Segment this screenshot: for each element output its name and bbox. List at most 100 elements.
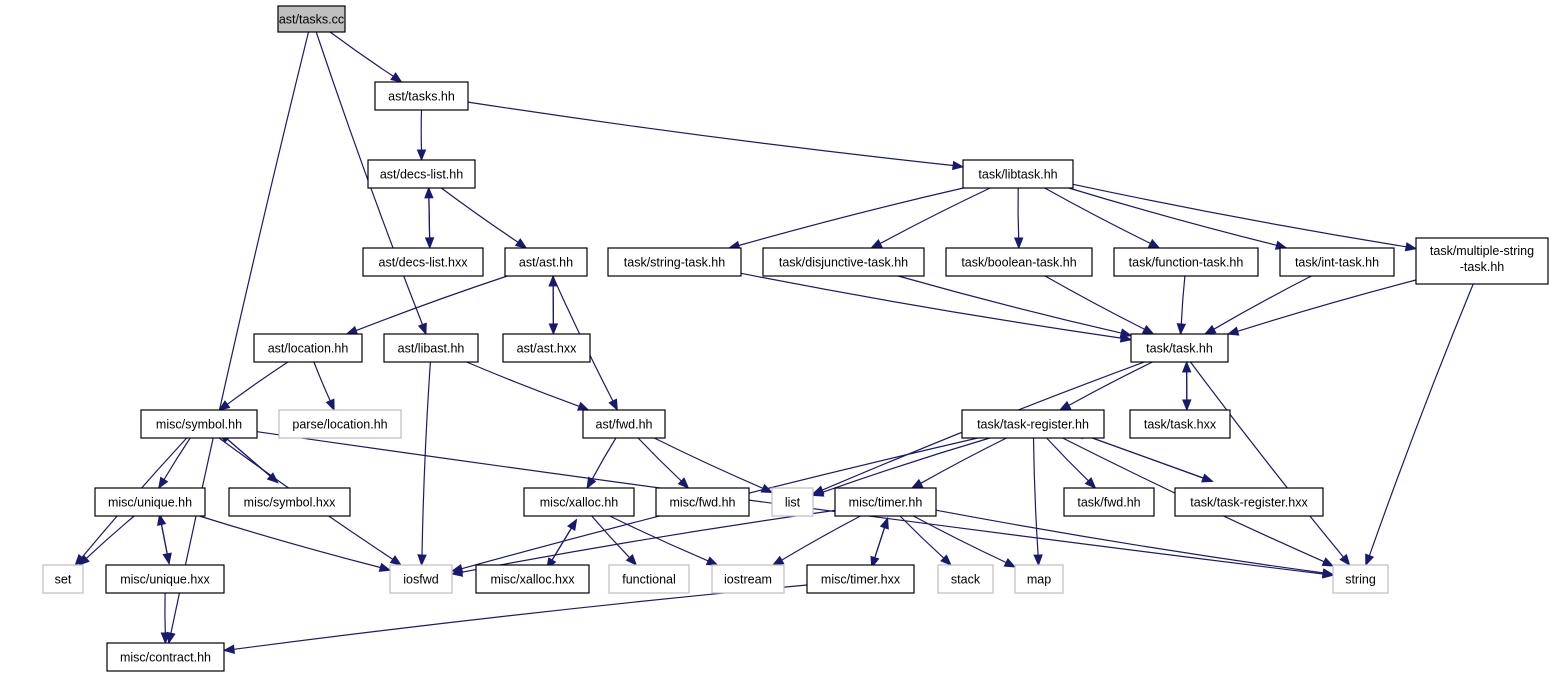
arrowhead-task_libtask_hh-to-task_boolean_task_hh (1013, 237, 1024, 250)
node-box (523, 487, 635, 517)
node-box (389, 564, 453, 594)
arrowhead-task_libtask_hh-to-task_function_task_hh (1147, 238, 1161, 249)
node-task-string-task-hh[interactable]: task/string-task.hh (607, 247, 742, 277)
edge-ast_libast_hh-to-iosfwd (421, 361, 431, 556)
node-label: misc/fwd.hh (670, 496, 736, 510)
edge-task_task_register_hxx-to-task_task_register_hh (1083, 434, 1213, 482)
arrowhead-misc_symbol_hh-to-misc_unique_hh (158, 476, 169, 490)
node-task-task-register-hxx[interactable]: task/task-register.hxx (1174, 487, 1324, 517)
node-label: task/int-task.hh (1295, 256, 1379, 270)
node-task-task-register-hh[interactable]: task/task-register.hh (961, 409, 1105, 439)
node-task-task-hxx[interactable]: task/task.hxx (1129, 409, 1231, 439)
arrowhead-misc_timer_hxx-to-misc_timer_hh (879, 516, 889, 530)
arrowhead-misc_unique_hxx-to-misc_contract_hh (160, 632, 171, 645)
edge-misc_timer_hh-to-stack (899, 515, 945, 559)
node-misc-symbol-hh[interactable]: misc/symbol.hh (140, 409, 258, 439)
node-box (937, 564, 994, 594)
node-misc-xalloc-hxx[interactable]: misc/xalloc.hxx (475, 564, 590, 594)
node-box (228, 487, 351, 517)
node-string: string (1332, 564, 1389, 594)
node-box (1129, 409, 1231, 439)
edge-ast_libast_hh-to-ast_fwd_hh (466, 361, 580, 407)
node-ast-ast-hh[interactable]: ast/ast.hh (504, 247, 588, 277)
node-label: task/multiple-string (1430, 244, 1534, 258)
arrowhead-task_multiple_string_task_hh-to-task_task_hh (1226, 326, 1240, 336)
node-label: misc/unique.hh (108, 496, 192, 510)
arrowhead-ast_ast_hh-to-ast_location_hh (345, 325, 359, 335)
node-ast-decs-list-hh[interactable]: ast/decs-list.hh (367, 159, 476, 189)
node-misc-timer-hxx[interactable]: misc/timer.hxx (806, 564, 915, 594)
arrowhead-task_function_task_hh-to-task_task_hh (1176, 323, 1187, 336)
node-label: task/task.hxx (1144, 418, 1217, 432)
node-task-fwd-hh[interactable]: task/fwd.hh (1063, 487, 1155, 517)
node-misc-unique-hxx[interactable]: misc/unique.hxx (105, 564, 225, 594)
node-ast-tasks-cc[interactable]: ast/tasks.cc (277, 5, 346, 33)
node-ast-tasks-hh[interactable]: ast/tasks.hh (374, 81, 469, 111)
edge-ast_decs_list_hh-to-ast_ast_hh (440, 187, 519, 243)
edge-misc_unique_hh-to-set (85, 515, 135, 559)
node-label: task/function-task.hh (1129, 256, 1244, 270)
node-label: task/task.hh (1146, 342, 1213, 356)
node-ast-libast-hh[interactable]: ast/libast.hh (383, 333, 479, 363)
node-misc-unique-hh[interactable]: misc/unique.hh (94, 487, 206, 517)
edge-misc_symbol_hxx-to-misc_symbol_hh (227, 438, 279, 484)
node-misc-symbol-hxx[interactable]: misc/symbol.hxx (228, 487, 351, 517)
node-box (771, 487, 814, 517)
node-label: ast/location.hh (268, 342, 349, 356)
node-box (655, 487, 750, 517)
node-label: misc/timer.hxx (821, 573, 901, 587)
node-misc-fwd-hh[interactable]: misc/fwd.hh (655, 487, 750, 517)
edge-ast_tasks_hh-to-task_libtask_hh (467, 101, 954, 167)
arrowhead-misc_xalloc_hh-to-iostream (705, 556, 719, 566)
node-box (140, 409, 258, 439)
node-label: ast/decs-list.hxx (379, 256, 469, 270)
edge-misc_unique_hxx-to-misc_unique_hh (160, 524, 170, 564)
node-iostream: iostream (711, 564, 785, 594)
node-set: set (42, 564, 84, 594)
node-task-function-task-hh[interactable]: task/function-task.hh (1113, 247, 1259, 277)
node-label: string (1345, 573, 1376, 587)
edge-task_task_register_hh-to-map (1032, 437, 1039, 556)
node-task-int-task-hh[interactable]: task/int-task.hh (1279, 247, 1395, 277)
arrowhead-ast_tasks_hh-to-ast_decs_list_hh (416, 149, 427, 162)
arrowhead-ast_libast_hh-to-iosfwd (417, 554, 427, 567)
node-task-boolean-task-hh[interactable]: task/boolean-task.hh (945, 247, 1093, 277)
arrowhead-ast_fwd_hh-to-misc_xalloc_hh (586, 476, 597, 490)
node-label: iostream (724, 573, 772, 587)
node-label: misc/unique.hxx (120, 573, 210, 587)
node-ast-ast-hxx[interactable]: ast/ast.hxx (502, 333, 591, 363)
edge-task_int_task_hh-to-task_task_hh (1213, 275, 1312, 330)
node-task-task-hh[interactable]: task/task.hh (1130, 333, 1229, 363)
node-task-multiple-string-task-hh[interactable]: task/multiple-string -task.hh (1415, 237, 1549, 285)
node-box (1113, 247, 1259, 277)
node-box (762, 247, 925, 277)
edge-task_libtask_hh-to-task_string_task_hh (738, 187, 964, 247)
arrowhead-task_multiple_string_task_hh-to-string (1365, 553, 1375, 567)
node-map: map (1014, 564, 1064, 594)
node-box (962, 159, 1074, 189)
node-box (94, 487, 206, 517)
edge-ast_location_hh-to-parse_location_hh (313, 361, 331, 402)
node-misc-xalloc-hh[interactable]: misc/xalloc.hh (523, 487, 635, 517)
node-ast-fwd-hh[interactable]: ast/fwd.hh (582, 409, 666, 439)
arrowhead-ast_fwd_hh-to-misc_fwd_hh (677, 477, 690, 489)
node-task-disjunctive-task-hh[interactable]: task/disjunctive-task.hh (762, 247, 925, 277)
arrowhead-task_task_register_hh-to-string (1321, 557, 1335, 567)
arrowhead-misc_xalloc_hh-to-functional (625, 554, 638, 566)
arrowhead-misc_symbol_hh-to-iosfwd (389, 555, 403, 566)
node-task-libtask-hh[interactable]: task/libtask.hh (962, 159, 1074, 189)
node-label: -task.hh (1460, 260, 1505, 274)
arrowhead-ast_tasks_cc-to-ast_libast_hh (417, 322, 427, 336)
node-ast-decs-list-hxx[interactable]: ast/decs-list.hxx (362, 247, 484, 277)
edge-misc_timer_hxx-to-misc_timer_hh (871, 527, 886, 568)
node-misc-contract-hh[interactable]: misc/contract.hh (106, 642, 225, 672)
arrowhead-task_task_register_hh-to-task_fwd_hh (1084, 477, 1097, 489)
node-misc-timer-hh[interactable]: misc/timer.hh (834, 487, 937, 517)
edge-ast_fwd_hh-to-misc_xalloc_hh (591, 437, 617, 480)
arrowhead-misc_timer_hh-to-stack (940, 554, 952, 566)
node-label: functional (622, 573, 676, 587)
node-label: misc/contract.hh (120, 651, 211, 665)
node-label: map (1027, 573, 1051, 587)
node-ast-location-hh[interactable]: ast/location.hh (253, 333, 363, 363)
